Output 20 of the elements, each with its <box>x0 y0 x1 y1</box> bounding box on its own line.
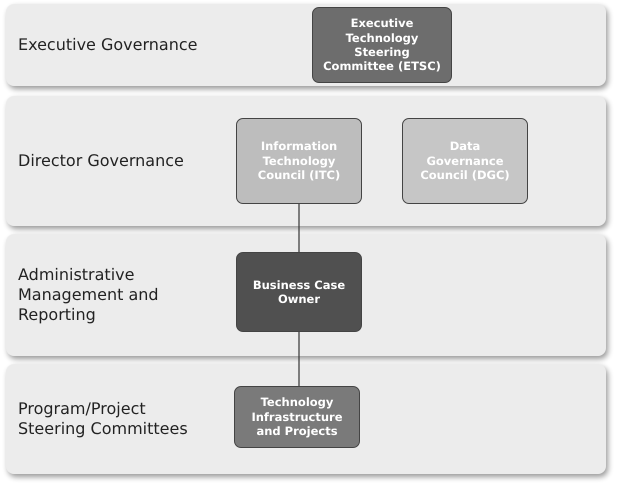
box-label: Business Case Owner <box>252 278 346 306</box>
box-label: Data Governance Council (DGC) <box>419 139 511 183</box>
connector-line <box>298 204 300 252</box>
box-label: Technology Infrastructure and Projects <box>250 395 344 439</box>
committee-box <box>236 118 362 204</box>
tier-band <box>6 364 606 474</box>
tier-heading: Director Governance <box>18 151 185 171</box>
tier-band <box>6 96 606 226</box>
committee-box <box>236 252 362 332</box>
committee-box <box>312 7 452 83</box>
tier-heading: Executive Governance <box>18 35 199 55</box>
tier-band <box>6 234 606 356</box>
committee-box <box>402 118 528 204</box>
box-label: Information Technology Council (ITC) <box>256 139 342 183</box>
tier-heading: Program/Project Steering Committees <box>18 399 189 439</box>
tier-band <box>6 4 606 86</box>
connector-line <box>298 332 300 386</box>
box-label: Executive Technology Steering Committee (ETSC) <box>322 16 442 74</box>
committee-box <box>234 386 360 448</box>
tier-heading: Administrative Management and Reporting <box>18 265 160 325</box>
